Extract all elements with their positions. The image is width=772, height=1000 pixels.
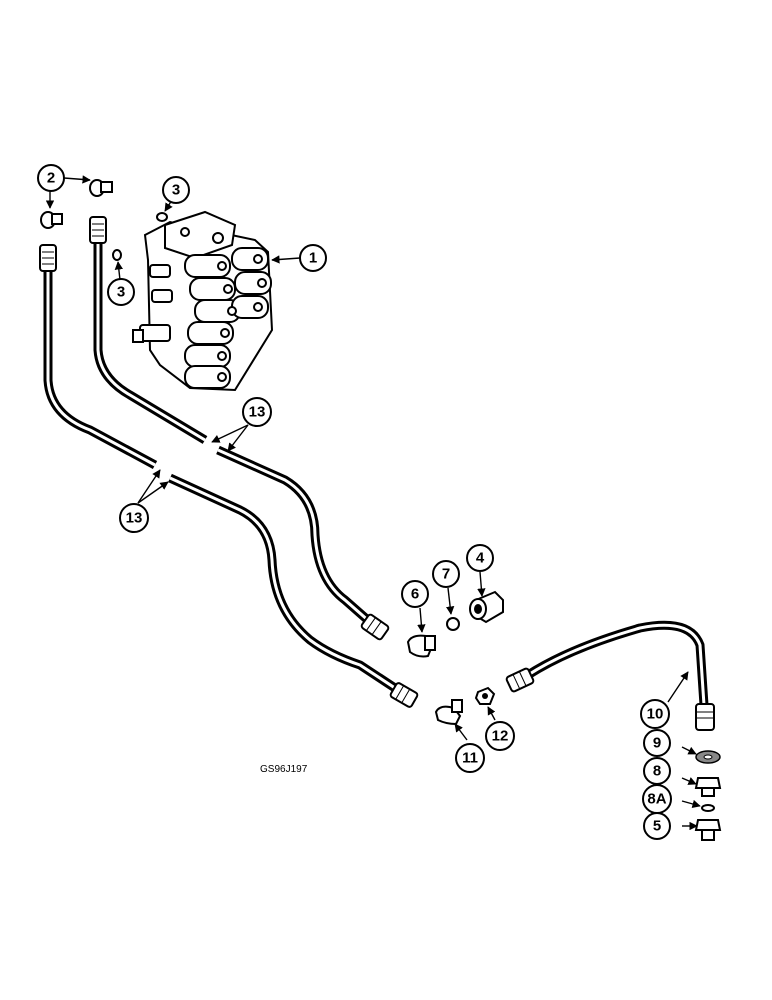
hose-right-13 <box>89 216 390 641</box>
figure-reference: GS96J197 <box>260 764 308 775</box>
hose-fitting-bottom <box>389 682 419 708</box>
callout-2: 2 <box>37 164 65 192</box>
leader-8 <box>681 777 697 785</box>
svg-text:1: 1 <box>309 250 317 267</box>
leader-6 <box>417 607 426 633</box>
washer-9 <box>695 750 721 764</box>
callout-3-top: 3 <box>162 176 190 204</box>
svg-text:13: 13 <box>249 404 266 421</box>
hose-10 <box>505 620 715 731</box>
hose-left-13 <box>39 244 419 708</box>
callout-1: 1 <box>299 244 327 272</box>
fitting-8 <box>694 777 722 797</box>
callout-11: 11 <box>455 743 485 773</box>
adapter-4 <box>469 590 504 624</box>
o-ring-8a <box>701 804 715 812</box>
callout-6: 6 <box>401 580 429 608</box>
leader-11 <box>454 723 468 741</box>
svg-text:3: 3 <box>172 182 180 199</box>
svg-text:2: 2 <box>47 170 55 187</box>
callout-12: 12 <box>485 721 515 751</box>
callout-4: 4 <box>466 544 494 572</box>
leader-13-right-a <box>211 424 249 443</box>
callout-5: 5 <box>643 812 671 840</box>
elbow-fitting-2a <box>40 211 63 229</box>
leader-13-left-a <box>137 469 161 504</box>
svg-text:6: 6 <box>411 586 419 603</box>
elbow-fitting-6 <box>406 634 436 658</box>
leader-3-left <box>114 261 124 281</box>
svg-text:4: 4 <box>476 550 485 567</box>
control-valve <box>132 210 274 392</box>
callout-10: 10 <box>640 699 670 729</box>
svg-text:8: 8 <box>653 763 661 780</box>
leader-2b <box>63 175 91 184</box>
callout-9: 9 <box>643 729 671 757</box>
leader-9 <box>681 746 697 755</box>
svg-text:11: 11 <box>462 750 478 767</box>
leader-13-left-b <box>137 481 169 504</box>
callout-8: 8 <box>643 757 671 785</box>
leader-12 <box>487 706 496 721</box>
svg-text:7: 7 <box>442 566 450 583</box>
callout-8a: 8A <box>642 784 672 814</box>
callout-7: 7 <box>432 560 460 588</box>
leader-4 <box>477 571 486 597</box>
callout-13-right: 13 <box>242 397 272 427</box>
callout-13-left: 13 <box>119 503 149 533</box>
svg-text:3: 3 <box>117 284 125 301</box>
leader-8a <box>681 799 701 809</box>
o-ring-3-left <box>112 249 122 261</box>
svg-text:12: 12 <box>492 728 509 745</box>
svg-text:10: 10 <box>647 706 664 723</box>
plug-5 <box>694 819 722 841</box>
elbow-fitting-11 <box>434 699 463 726</box>
leader-13-right-b <box>227 424 249 452</box>
o-ring-3-top <box>156 212 168 222</box>
elbow-fitting-2b <box>89 179 113 197</box>
svg-text:8A: 8A <box>647 791 666 808</box>
svg-text:13: 13 <box>126 510 143 527</box>
svg-text:5: 5 <box>653 818 661 835</box>
leader-7 <box>445 587 455 615</box>
leader-1 <box>271 255 301 264</box>
o-ring-7 <box>446 617 460 631</box>
svg-text:9: 9 <box>653 735 661 752</box>
nut-12 <box>474 686 496 705</box>
callout-3-left: 3 <box>107 278 135 306</box>
hose-fitting-bottom <box>360 613 390 641</box>
leader-10 <box>667 671 689 703</box>
